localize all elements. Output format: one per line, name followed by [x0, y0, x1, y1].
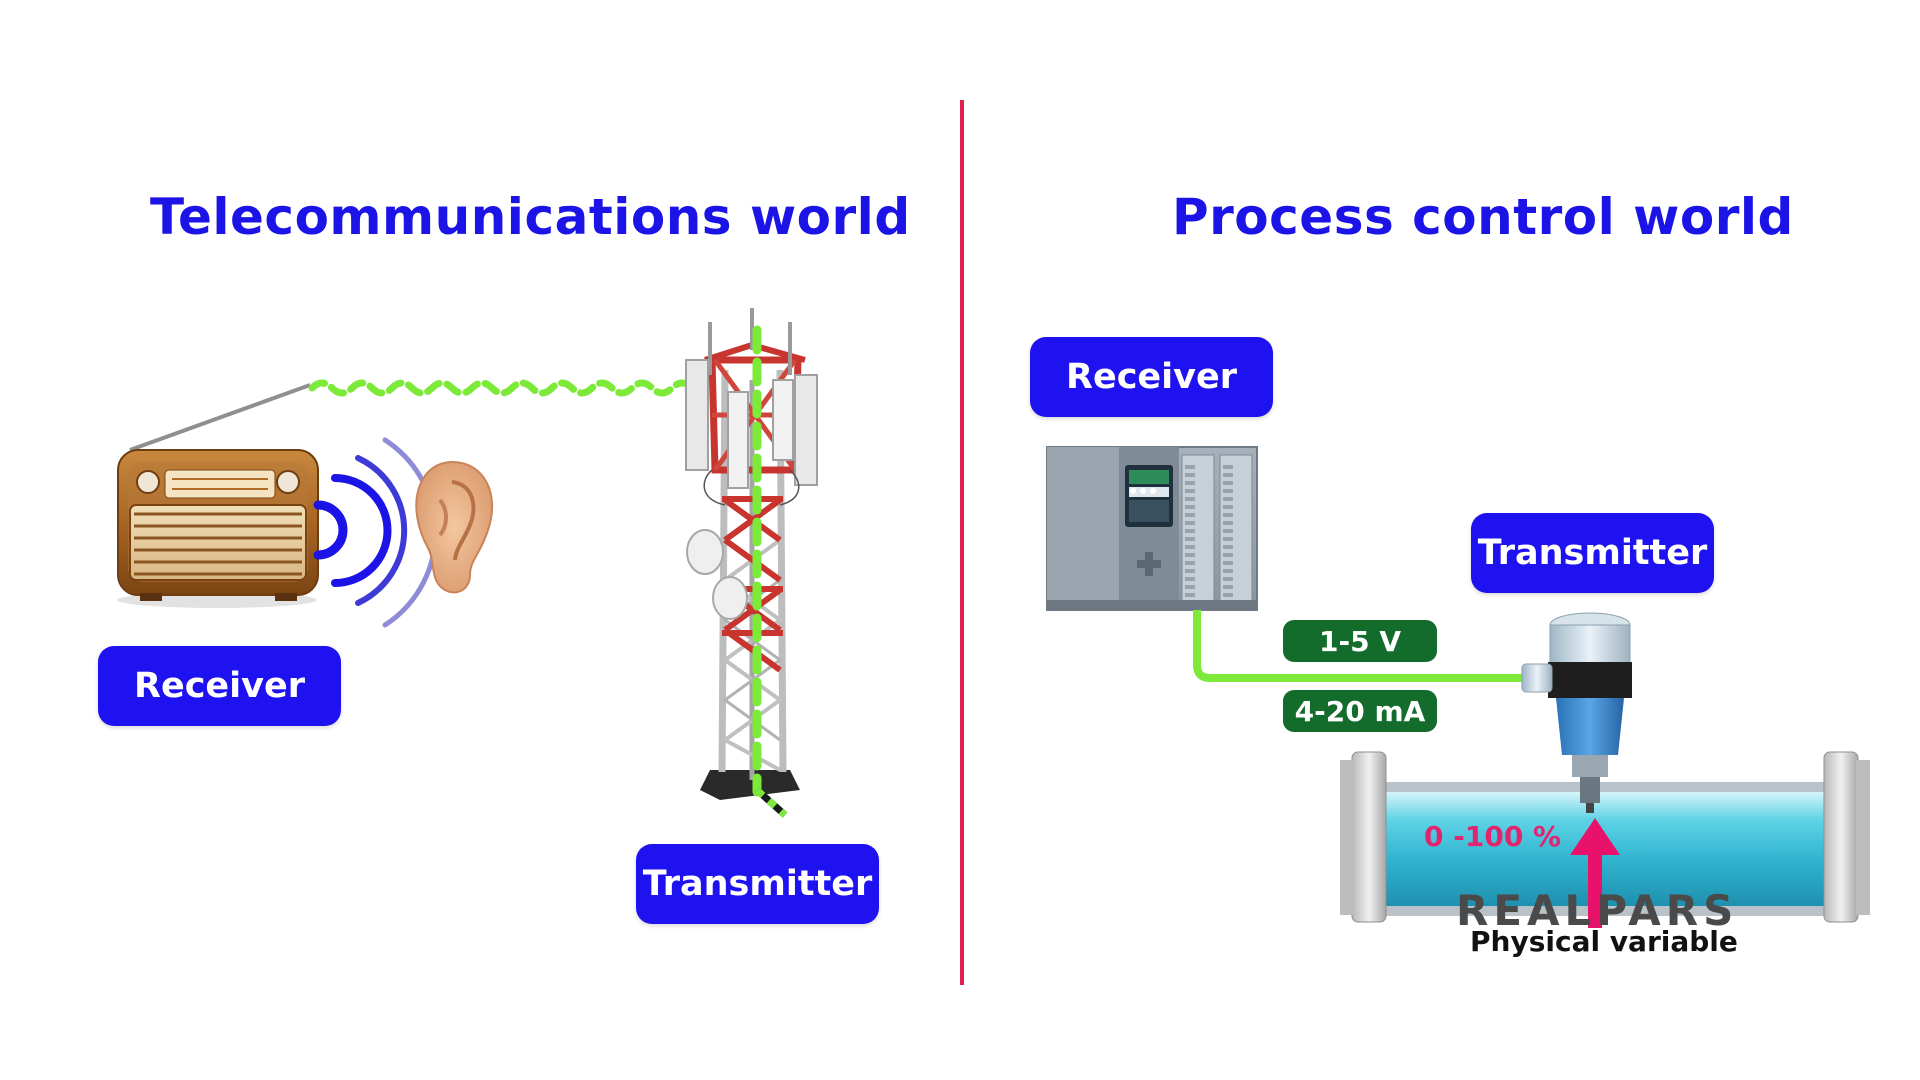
- process-control-title: Process control world: [1172, 188, 1794, 246]
- realpars-logo: REALPARS: [1456, 886, 1739, 935]
- radio-icon: [117, 383, 319, 608]
- plc-icon: [1046, 446, 1258, 611]
- physical-variable-caption: Physical variable: [1470, 925, 1738, 958]
- telecom-receiver-label: Receiver: [98, 646, 341, 726]
- process-transmitter-label: Transmitter: [1471, 513, 1714, 593]
- variable-range-label: 0 -100 %: [1424, 820, 1562, 853]
- wireless-signal-wave: [308, 379, 696, 397]
- sound-wave-icon: [313, 437, 438, 628]
- pipe-icon: [1340, 751, 1870, 923]
- up-arrow-icon: [1570, 818, 1620, 928]
- voltage-signal-tag: 1-5 V: [1283, 620, 1437, 662]
- telecom-transmitter-label: Transmitter: [636, 844, 879, 924]
- ear-icon: [415, 460, 493, 594]
- process-receiver-label: Receiver: [1030, 337, 1273, 417]
- level-transmitter-icon: [1521, 612, 1632, 813]
- analog-signal-cable: [1193, 610, 1535, 682]
- telecom-title: Telecommunications world: [150, 188, 911, 246]
- cell-tower-icon: [685, 308, 818, 818]
- current-signal-tag: 4-20 mA: [1283, 690, 1437, 732]
